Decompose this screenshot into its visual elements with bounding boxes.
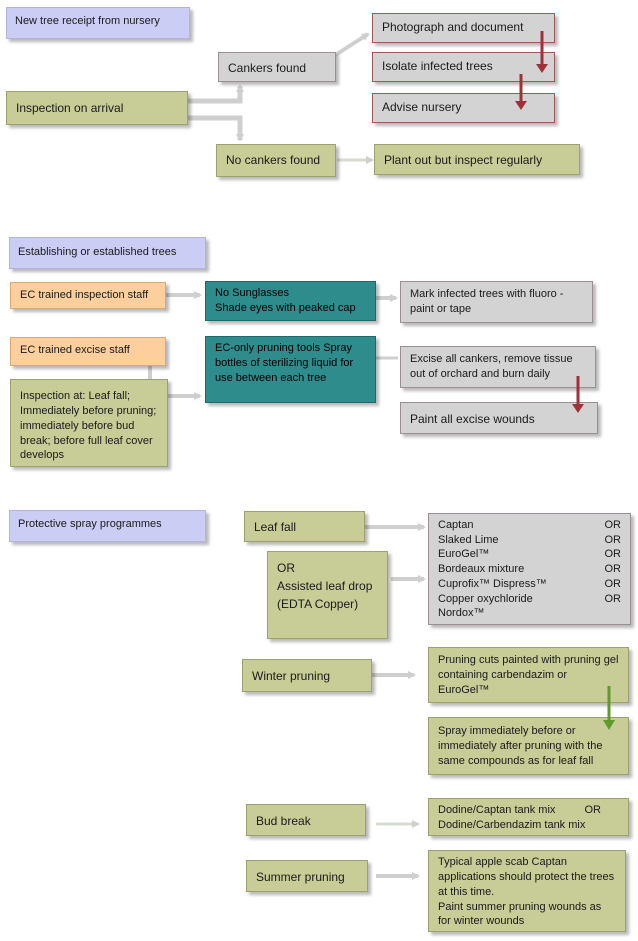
product-name: Slaked Lime xyxy=(438,533,499,546)
product-or: OR xyxy=(604,519,622,531)
product-name: Copper oxychloride xyxy=(438,592,533,605)
box-ec-only-tools: EC-only pruning tools Spray bottles of s… xyxy=(205,336,376,403)
header-protective-spray: Protective spray programmes xyxy=(9,510,206,542)
product-or: OR xyxy=(604,563,622,576)
box-mark-infected-trees: Mark infected trees with fluoro - paint … xyxy=(400,281,593,323)
box-excise-all-cankers: Excise all cankers, remove tissue out of… xyxy=(400,346,596,388)
section3-connectors xyxy=(365,523,426,880)
leaf-fall-label: Leaf fall xyxy=(254,520,297,534)
box-assisted-leaf-drop: OR Assisted leaf drop (EDTA Copper) xyxy=(267,551,388,639)
advise-label: Advise nursery xyxy=(382,100,462,114)
box-cankers-found: Cankers found xyxy=(218,52,336,82)
assisted-or-label: OR xyxy=(277,561,295,575)
dodine-row-1: Dodine/Captan tank mix OR xyxy=(438,803,619,818)
dodine-line-1: Dodine/Captan tank mix xyxy=(438,804,556,816)
box-paint-excise-wounds: Paint all excise wounds xyxy=(400,402,598,434)
product-name: EuroGel™ xyxy=(438,548,490,561)
box-ec-excise-staff: EC trained excise staff xyxy=(10,337,166,366)
spray-immediately-label: Spray immediately before or immediately … xyxy=(438,725,603,767)
box-pruning-cuts: Pruning cuts painted with pruning gel co… xyxy=(428,647,629,703)
bud-break-label: Bud break xyxy=(256,814,311,828)
header-protective-spray-label: Protective spray programmes xyxy=(18,518,162,530)
box-inspection-at: Inspection at: Leaf fall; Immediately be… xyxy=(10,379,168,467)
box-ec-inspection-staff: EC trained inspection staff xyxy=(10,282,166,309)
ec-only-tools-label: EC-only pruning tools Spray bottles of s… xyxy=(215,342,354,384)
inspection-at-label: Inspection at: Leaf fall; Immediately be… xyxy=(20,390,157,462)
product-or: OR xyxy=(604,592,622,605)
box-bud-break: Bud break xyxy=(246,804,366,836)
paint-summer-label: Paint summer pruning wounds as for winte… xyxy=(438,900,602,928)
product-name: Captan xyxy=(438,519,474,531)
header-establishing-label: Establishing or established trees xyxy=(18,246,177,258)
product-row: Copper oxychloride OR xyxy=(438,592,621,607)
paint-excise-label: Paint all excise wounds xyxy=(410,412,535,426)
header-new-tree-receipt-label: New tree receipt from nursery xyxy=(15,15,160,27)
excise-cankers-label: Excise all cankers, remove tissue out of… xyxy=(410,353,573,380)
cankers-found-label: Cankers found xyxy=(228,61,307,75)
box-spray-immediately: Spray immediately before or immediately … xyxy=(428,717,629,775)
product-row: Slaked Lime OR xyxy=(438,533,621,548)
box-dodine: Dodine/Captan tank mix OR Dodine/Carbenda… xyxy=(428,798,629,836)
box-plant-out: Plant out but inspect regularly xyxy=(374,144,580,175)
connector-inspection-to-no-cankers xyxy=(188,115,244,142)
summer-pruning-label: Summer pruning xyxy=(256,870,345,884)
product-row: Bordeaux mixture OR xyxy=(438,562,621,577)
product-row: EuroGel™ OR xyxy=(438,547,621,562)
mark-infected-line-2: paint or tape xyxy=(410,302,472,315)
winter-pruning-label: Winter pruning xyxy=(252,669,331,683)
product-or: OR xyxy=(604,548,622,561)
box-no-cankers-found: No cankers found xyxy=(216,144,336,177)
product-name: Nordox™ xyxy=(438,607,485,620)
ec-inspection-staff-label: EC trained inspection staff xyxy=(20,289,149,301)
box-advise-nursery: Advise nursery xyxy=(372,93,555,123)
product-row: Nordox™ xyxy=(438,606,621,621)
product-or: OR xyxy=(604,577,622,590)
mark-infected-line-1: Mark infected trees with fluoro - xyxy=(410,288,564,300)
product-row: Cuprofix™ Dispress™ OR xyxy=(438,577,621,592)
connector-cankers-to-photograph xyxy=(332,32,370,58)
assisted-leaf-drop-label: Assisted leaf drop (EDTA Copper) xyxy=(277,579,373,611)
no-sunglasses-line-1: No Sunglasses xyxy=(215,287,289,299)
section1-connectors xyxy=(188,32,374,164)
dodine-line-2: Dodine/Carbendazim tank mix xyxy=(438,818,586,831)
product-row: Captan OR xyxy=(438,518,621,533)
box-typical-apple-scab: Typical apple scab Captan applications s… xyxy=(428,850,626,932)
inspection-on-arrival-label: Inspection on arrival xyxy=(16,101,124,115)
no-cankers-found-label: No cankers found xyxy=(226,153,321,167)
connector-inspection-to-cankers xyxy=(188,84,244,104)
box-photograph-and-document: Photograph and document xyxy=(372,13,555,43)
typical-scab-label: Typical apple scab Captan applications s… xyxy=(438,856,615,898)
box-inspection-on-arrival: Inspection on arrival xyxy=(6,91,188,125)
box-summer-pruning: Summer pruning xyxy=(246,860,368,892)
box-no-sunglasses: No Sunglasses Shade eyes with peaked cap xyxy=(205,281,376,321)
box-isolate-infected-trees: Isolate infected trees xyxy=(372,52,555,82)
no-sunglasses-line-2: Shade eyes with peaked cap xyxy=(215,301,356,314)
header-establishing-trees: Establishing or established trees xyxy=(9,237,206,269)
product-name: Cuprofix™ Dispress™ xyxy=(438,577,547,590)
isolate-label: Isolate infected trees xyxy=(382,59,493,73)
box-leaf-fall: Leaf fall xyxy=(244,511,365,542)
box-winter-pruning: Winter pruning xyxy=(242,659,372,692)
header-new-tree-receipt: New tree receipt from nursery xyxy=(6,7,190,39)
pruning-cuts-label: Pruning cuts painted with pruning gel co… xyxy=(438,654,619,696)
product-or: OR xyxy=(604,533,622,546)
plant-out-label: Plant out but inspect regularly xyxy=(384,153,543,167)
ec-excise-staff-label: EC trained excise staff xyxy=(20,344,130,356)
product-name: Bordeaux mixture xyxy=(438,563,525,576)
photograph-label: Photograph and document xyxy=(382,20,524,34)
dodine-or: OR xyxy=(584,804,602,816)
